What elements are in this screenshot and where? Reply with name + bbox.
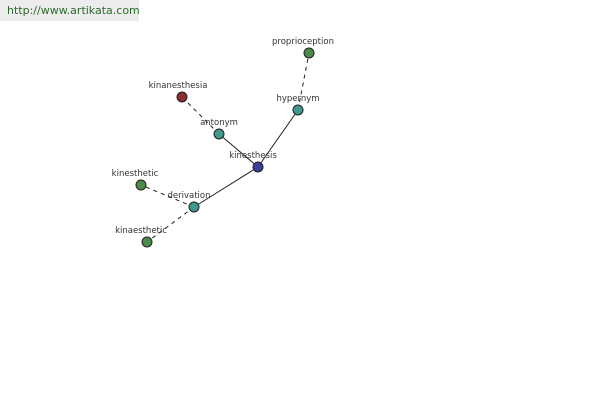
edge-derivation-kinaesthetic	[146, 206, 195, 243]
node-label-proprioception[interactable]: proprioception	[272, 37, 334, 47]
node-label-antonym[interactable]: antonym	[200, 118, 238, 128]
site-url-link[interactable]: http://www.artikata.com	[7, 4, 140, 17]
node-hypernym[interactable]	[292, 104, 304, 116]
node-label-kinanesthesia[interactable]: kinanesthesia	[149, 81, 208, 91]
graph-labels: kinesthesis hypernym proprioception antonym…	[112, 37, 334, 236]
node-label-hypernym[interactable]: hypernym	[276, 94, 319, 104]
node-label-kinesthetic[interactable]: kinesthetic	[112, 169, 159, 179]
node-kinanesthesia[interactable]	[176, 91, 188, 103]
graph-edges	[140, 52, 310, 243]
edge-derivation-kinesthetic	[140, 184, 195, 208]
node-proprioception[interactable]	[303, 47, 315, 59]
edge-kinesthesis-derivation	[193, 166, 259, 208]
node-antonym[interactable]	[213, 128, 225, 140]
node-kinesthetic[interactable]	[135, 179, 147, 191]
node-derivation[interactable]	[188, 201, 200, 213]
edge-kinesthesis-hypernym	[257, 109, 299, 168]
edge-hypernym-proprioception	[297, 52, 310, 111]
node-kinesthesis[interactable]	[252, 161, 264, 173]
edge-kinesthesis-antonym	[218, 133, 259, 168]
edge-antonym-kinanesthesia	[181, 96, 220, 135]
node-label-kinaesthetic[interactable]: kinaesthetic	[115, 226, 167, 236]
node-kinaesthetic[interactable]	[141, 236, 153, 248]
node-label-kinesthesis[interactable]: kinesthesis	[229, 151, 277, 161]
node-label-derivation[interactable]: derivation	[167, 191, 210, 201]
url-banner: http://www.artikata.com	[0, 0, 140, 21]
graph-nodes	[135, 47, 315, 248]
